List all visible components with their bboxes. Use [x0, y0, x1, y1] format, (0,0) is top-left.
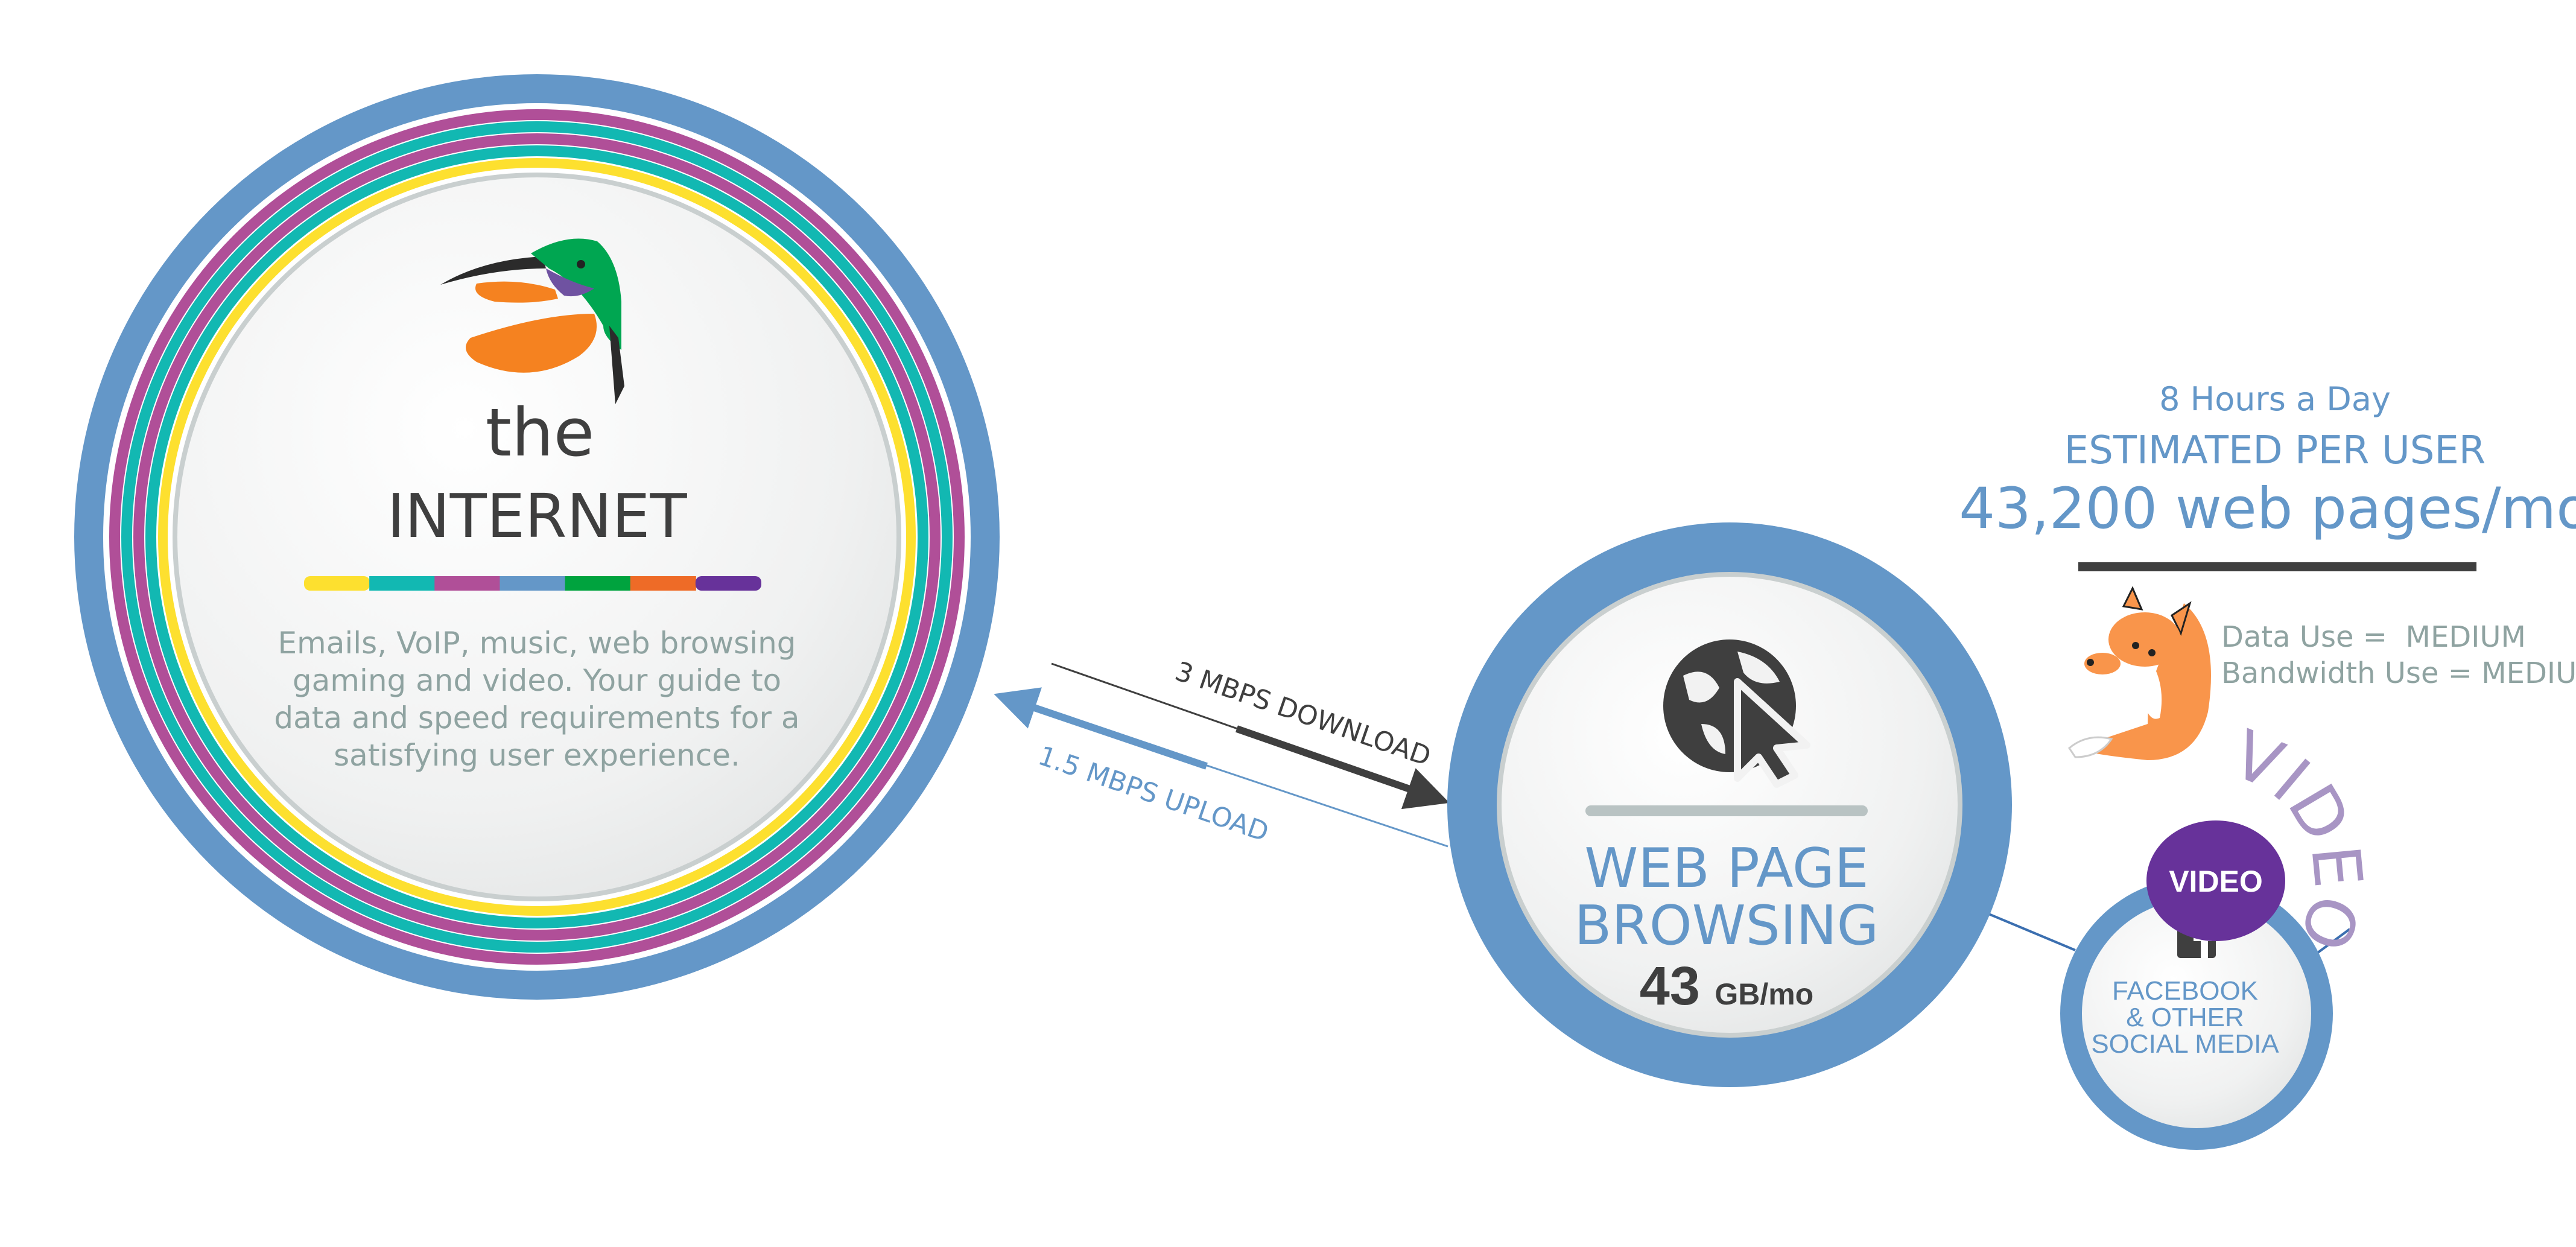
internet-description-line-2: gaming and video. Your guide to	[293, 663, 781, 698]
globe-cursor-icon	[1663, 639, 1810, 788]
ring-yellow	[158, 158, 916, 916]
web-inner-circle	[1497, 572, 1962, 1038]
upload-label: 1.5 MBPS UPLOAD	[1034, 740, 1272, 848]
color-bar-segment	[565, 576, 631, 591]
download-arrow	[1051, 662, 1450, 810]
internet-title-small: the	[486, 394, 595, 471]
color-bar-segment	[304, 576, 370, 591]
social-label-line-3: SOCIAL MEDIA	[2091, 1029, 2279, 1059]
video-label: VIDEO	[2169, 865, 2263, 898]
ring-magenta-1	[109, 109, 965, 965]
web-browsing-node[interactable]: WEB PAGE BROWSING 43 GB/mo	[1447, 522, 2012, 1087]
color-bar-segment	[434, 576, 501, 591]
outer-blue-ring	[74, 74, 1000, 1000]
data-use-text: Data Use = MEDIUM	[2221, 620, 2526, 654]
social-label-line-2: & OTHER	[2126, 1003, 2244, 1032]
internet-description-line-1: Emails, VoIP, music, web browsing	[278, 626, 796, 661]
internet-title-large: INTERNET	[387, 481, 687, 551]
web-title-line-1: WEB PAGE	[1584, 837, 1868, 900]
web-data-value: 43	[1640, 956, 1700, 1017]
upload-arrow	[994, 687, 1448, 848]
estimate-divider	[2078, 562, 2476, 571]
video-circle	[2146, 820, 2285, 941]
estimate-pages: 43,200 web pages/mo	[1959, 476, 2576, 542]
ring-magenta-2	[133, 133, 941, 941]
color-bar-segment	[369, 576, 436, 591]
internet-description-line-3: data and speed requirements for a	[274, 700, 799, 735]
color-bar-segment	[695, 576, 761, 591]
internet-node: the INTERNET Emails, VoIP, music, web br…	[74, 74, 1000, 1000]
estimate-hours: 8 Hours a Day	[2159, 380, 2391, 418]
video-node[interactable]: VIDEO	[2146, 820, 2285, 941]
web-divider-bar	[1585, 805, 1868, 816]
web-data-amount: 43 GB/mo	[1640, 956, 1813, 1017]
bandwidth-use-text: Bandwidth Use = MEDIUM	[2221, 656, 2576, 690]
social-inner-circle	[2082, 899, 2311, 1128]
ring-teal-2	[145, 145, 928, 928]
web-data-unit: GB/mo	[1715, 977, 1813, 1011]
inner-circle	[173, 173, 901, 901]
ring-teal-1	[121, 121, 953, 953]
estimate-per-user: ESTIMATED PER USER	[2064, 428, 2486, 473]
hummingbird-logo-icon	[440, 238, 624, 404]
fox-icon	[2068, 586, 2211, 760]
color-bar-segment	[500, 576, 566, 591]
social-media-node[interactable]: FACEBOOK & OTHER SOCIAL MEDIA	[2060, 877, 2333, 1150]
internet-color-bar	[304, 576, 761, 591]
internet-description-line-4: satisfying user experience.	[334, 738, 740, 773]
color-bar-segment	[630, 576, 696, 591]
web-title-line-2: BROWSING	[1575, 894, 1879, 957]
social-label-line-1: FACEBOOK	[2112, 976, 2258, 1006]
